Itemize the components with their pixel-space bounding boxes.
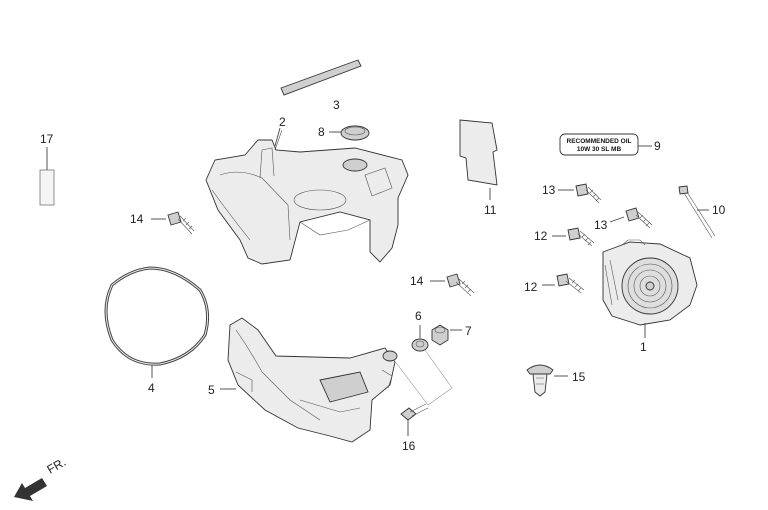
part-11-plate	[459, 119, 498, 186]
reference-line-a	[424, 349, 453, 406]
callout-5: 5	[208, 383, 215, 397]
callout-14b: 14	[410, 274, 424, 288]
part-14-bolt-a	[167, 211, 195, 235]
callout-2: 2	[279, 115, 286, 129]
part-4-seal-ring	[104, 266, 210, 366]
part-5-air-cleaner-lower-case	[227, 317, 398, 443]
callout-15: 15	[572, 370, 586, 384]
part-6-grommet	[411, 338, 429, 352]
callout-13b: 13	[594, 218, 608, 232]
oil-label-line1: RECOMMENDED OIL	[567, 138, 632, 145]
callout-13a: 13	[542, 183, 556, 197]
part-14-bolt-b	[446, 273, 475, 297]
part-15-clip	[526, 364, 554, 397]
part-17-sticker	[39, 169, 55, 206]
part-9-oil-label: RECOMMENDED OIL 10W 30 SL MB	[559, 133, 639, 156]
callout-16: 16	[402, 439, 416, 453]
part-12-bolt-a	[567, 227, 595, 247]
callout-4: 4	[148, 381, 155, 395]
callout-9: 9	[654, 139, 661, 153]
part-10-tie	[678, 185, 716, 239]
callout-1: 1	[640, 340, 647, 354]
reference-line-b	[393, 359, 429, 406]
callout-11: 11	[484, 203, 497, 217]
callout-6: 6	[415, 309, 422, 323]
callout-8: 8	[318, 125, 325, 139]
arrow-down-left-icon	[14, 478, 47, 501]
callout-12b: 12	[524, 280, 538, 294]
part-3-strip	[280, 59, 362, 96]
oil-label-line2: 10W 30 SL MB	[577, 146, 622, 153]
callout-3: 3	[333, 98, 340, 112]
front-label: FR.	[45, 455, 69, 477]
part-13-bolt-a	[575, 183, 602, 204]
callout-14a: 14	[130, 212, 144, 226]
part-16-bolt	[400, 403, 429, 421]
part-7-bushing	[431, 324, 449, 346]
part-12-bolt-b	[556, 273, 585, 294]
callout-10: 10	[712, 203, 726, 217]
callout-12a: 12	[534, 229, 548, 243]
part-1-fan-cover	[602, 239, 698, 326]
part-8-grommet	[340, 125, 370, 141]
callout-17: 17	[40, 132, 54, 146]
part-13-bolt-b	[625, 207, 653, 229]
front-direction-indicator: FR.	[14, 455, 68, 501]
callout-7: 7	[465, 324, 472, 338]
part-2-air-cleaner-upper-case	[205, 129, 409, 265]
